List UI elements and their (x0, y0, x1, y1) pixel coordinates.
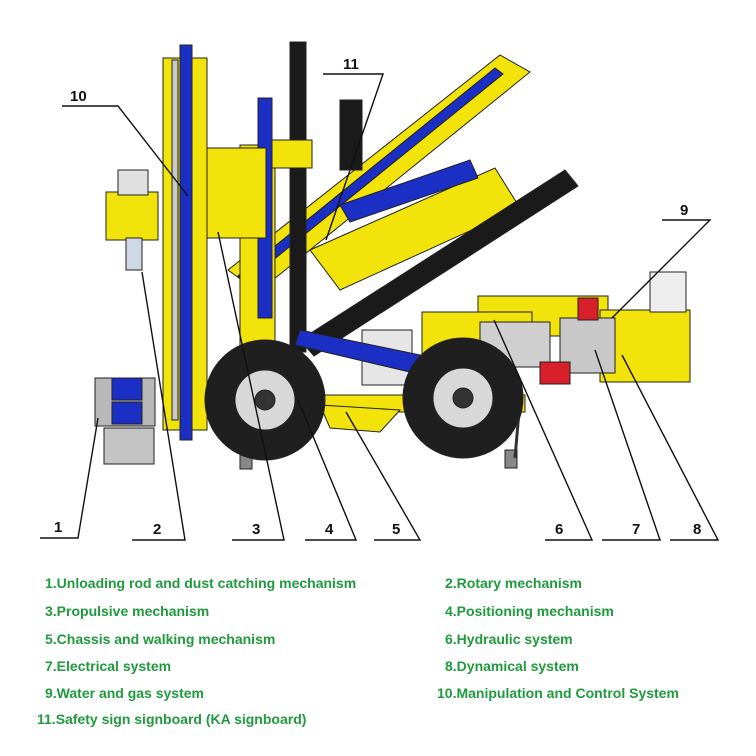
front-wheel (204, 339, 326, 461)
dust-catcher (94, 377, 156, 465)
callout-6: 6 (555, 521, 563, 538)
callout-leader-lines (40, 73, 720, 541)
legend-item-1: 1.Unloading rod and dust catching mechan… (45, 575, 357, 591)
legend-item-10: 10.Manipulation and Control System (437, 685, 679, 701)
callout-1: 1 (54, 519, 62, 536)
drill-mast (105, 44, 208, 441)
callout-9: 9 (680, 202, 688, 219)
central-mast (205, 41, 421, 373)
callout-7: 7 (632, 521, 640, 538)
callout-11: 11 (343, 56, 359, 73)
legend-item-8: 8.Dynamical system (445, 658, 579, 674)
legend-item-7: 7.Electrical system (45, 658, 172, 674)
legend-item-9: 9.Water and gas system (45, 685, 204, 701)
callout-numbers: 1 2 3 4 5 6 7 8 9 10 11 (54, 56, 701, 538)
rear-wheel (402, 337, 524, 459)
callout-3: 3 (252, 521, 260, 538)
legend-item-5: 5.Chassis and walking mechanism (45, 631, 276, 647)
legend-item-4: 4.Positioning mechanism (445, 603, 614, 619)
legend-item-2: 2.Rotary mechanism (445, 575, 582, 591)
drilling-rig-diagram: 1 2 3 4 5 6 7 8 9 10 11 (40, 41, 720, 541)
callout-8: 8 (693, 521, 701, 538)
callout-5: 5 (392, 521, 400, 538)
legend-item-6: 6.Hydraulic system (445, 631, 573, 647)
callout-10: 10 (70, 88, 87, 105)
callout-2: 2 (153, 521, 161, 538)
callout-4: 4 (325, 521, 334, 538)
legend-item-3: 3.Propulsive mechanism (45, 603, 210, 619)
legend-item-11: 11.Safety sign signboard (KA signboard) (37, 711, 307, 727)
drilling-rig-illustration (94, 41, 691, 470)
